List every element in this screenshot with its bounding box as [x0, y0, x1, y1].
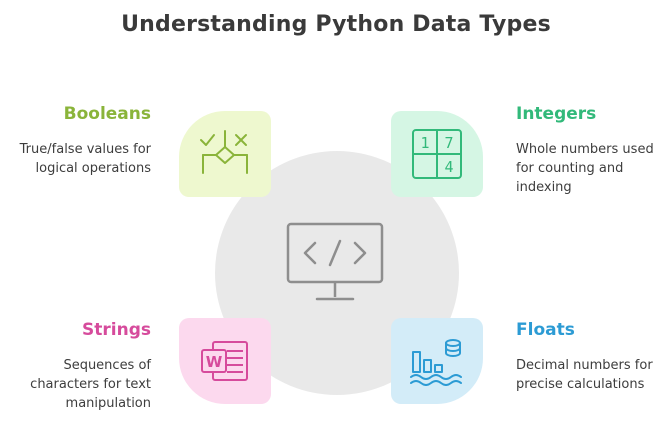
description-line: manipulation: [65, 396, 151, 411]
description-line: precise calculations: [516, 377, 645, 392]
word-document-icon: W: [201, 341, 248, 381]
strings-label: Strings: [82, 320, 151, 340]
integers-label: Integers: [516, 104, 597, 124]
code-monitor-icon: [286, 222, 384, 301]
floats-tile: [391, 318, 483, 404]
integers-tile: 1 7 4: [391, 111, 483, 197]
description-line: indexing: [516, 180, 572, 195]
grid-digit: 7: [444, 134, 453, 152]
description-line: logical operations: [35, 161, 151, 176]
booleans-description: True/false values for logical operations: [0, 140, 151, 178]
floats-description: Decimal numbers for precise calculations: [516, 356, 672, 394]
data-chart-wave-icon: [410, 339, 462, 386]
booleans-label: Booleans: [63, 104, 151, 124]
strings-description: Sequences of characters for text manipul…: [0, 356, 151, 413]
diagram-title: Understanding Python Data Types: [121, 12, 551, 37]
description-line: Decimal numbers for: [516, 358, 653, 373]
booleans-tile: [179, 111, 271, 197]
strings-tile: W: [179, 318, 271, 404]
decision-check-cross-icon: [200, 130, 248, 174]
number-grid-icon: 1 7 4: [412, 129, 462, 179]
word-letter: W: [206, 353, 223, 371]
integers-description: Whole numbers used for counting and inde…: [516, 140, 672, 197]
description-line: Sequences of: [63, 358, 151, 373]
description-line: True/false values for: [19, 142, 151, 157]
description-line: characters for text: [30, 377, 151, 392]
description-line: Whole numbers used: [516, 142, 654, 157]
grid-digit: 4: [444, 158, 453, 176]
floats-label: Floats: [516, 320, 575, 340]
grid-digit: 1: [420, 134, 429, 152]
description-line: for counting and: [516, 161, 624, 176]
